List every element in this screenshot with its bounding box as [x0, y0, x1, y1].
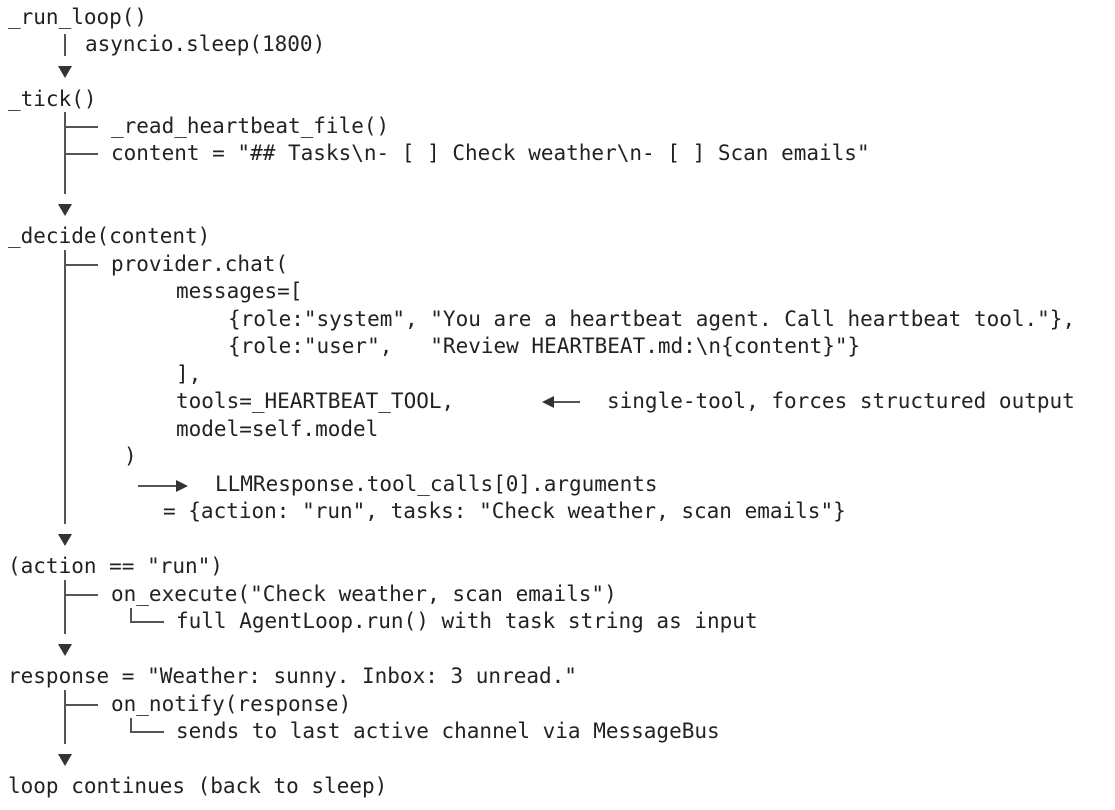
llm-response-arrow-head	[176, 480, 188, 492]
messages-open-label: messages=[	[176, 279, 303, 303]
decide-label: _decide(content)	[8, 224, 211, 248]
read-heartbeat-file-label: _read_heartbeat_file()	[111, 114, 390, 138]
sleep-label: asyncio.sleep(1800)	[85, 32, 326, 56]
content-label: content = "## Tasks\n- [ ] Check weather…	[111, 141, 870, 165]
sends-label: sends to last active channel via Message…	[176, 719, 720, 743]
paren-close-label: )	[124, 444, 137, 468]
run-loop-label: _run_loop()	[8, 5, 148, 29]
sub-branch-agentloop-v	[130, 608, 132, 622]
arrow-to-tick	[58, 66, 72, 78]
tools-note-arrow-head	[542, 396, 554, 408]
branch-on-execute	[64, 594, 98, 596]
on-notify-label: on_notify(response)	[111, 692, 352, 716]
spine-response	[64, 690, 66, 744]
message-system-label: {role:"system", "You are a heartbeat age…	[228, 307, 1076, 331]
arrow-to-response	[58, 644, 72, 656]
branch-read-file	[64, 126, 98, 128]
sub-branch-agentloop-h	[130, 621, 164, 623]
tools-label: tools=_HEARTBEAT_TOOL,	[176, 389, 455, 413]
tick-label: _tick()	[8, 87, 97, 111]
action-check-label: (action == "run")	[8, 554, 223, 578]
agentloop-label: full AgentLoop.run() with task string as…	[176, 609, 758, 633]
llm-value-label: = {action: "run", tasks: "Check weather,…	[163, 499, 846, 523]
spine-decide	[64, 250, 66, 524]
branch-content	[64, 153, 98, 155]
message-user-label: {role:"user", "Review HEARTBEAT.md:\n{co…	[228, 334, 861, 358]
branch-provider-chat	[64, 264, 98, 266]
on-execute-label: on_execute("Check weather, scan emails")	[111, 582, 617, 606]
loop-continues-label: loop continues (back to sleep)	[8, 774, 388, 798]
sub-branch-sends-v	[130, 718, 132, 732]
sub-branch-sends-h	[130, 731, 164, 733]
spine-action	[64, 580, 66, 634]
llm-response-arrow-line	[138, 485, 176, 487]
arrow-to-loop	[58, 754, 72, 766]
spine-sleep	[64, 34, 66, 56]
llm-response-label: LLMResponse.tool_calls[0].arguments	[215, 472, 658, 496]
tools-note-label: single-tool, forces structured output	[607, 389, 1075, 413]
messages-close-label: ],	[176, 362, 202, 386]
arrow-to-action	[58, 534, 72, 546]
tools-note-arrow-line	[554, 401, 580, 403]
arrow-to-decide	[58, 204, 72, 216]
provider-chat-label: provider.chat(	[111, 252, 289, 276]
response-label: response = "Weather: sunny. Inbox: 3 unr…	[8, 664, 577, 688]
model-label: model=self.model	[176, 417, 379, 441]
branch-on-notify	[64, 704, 98, 706]
